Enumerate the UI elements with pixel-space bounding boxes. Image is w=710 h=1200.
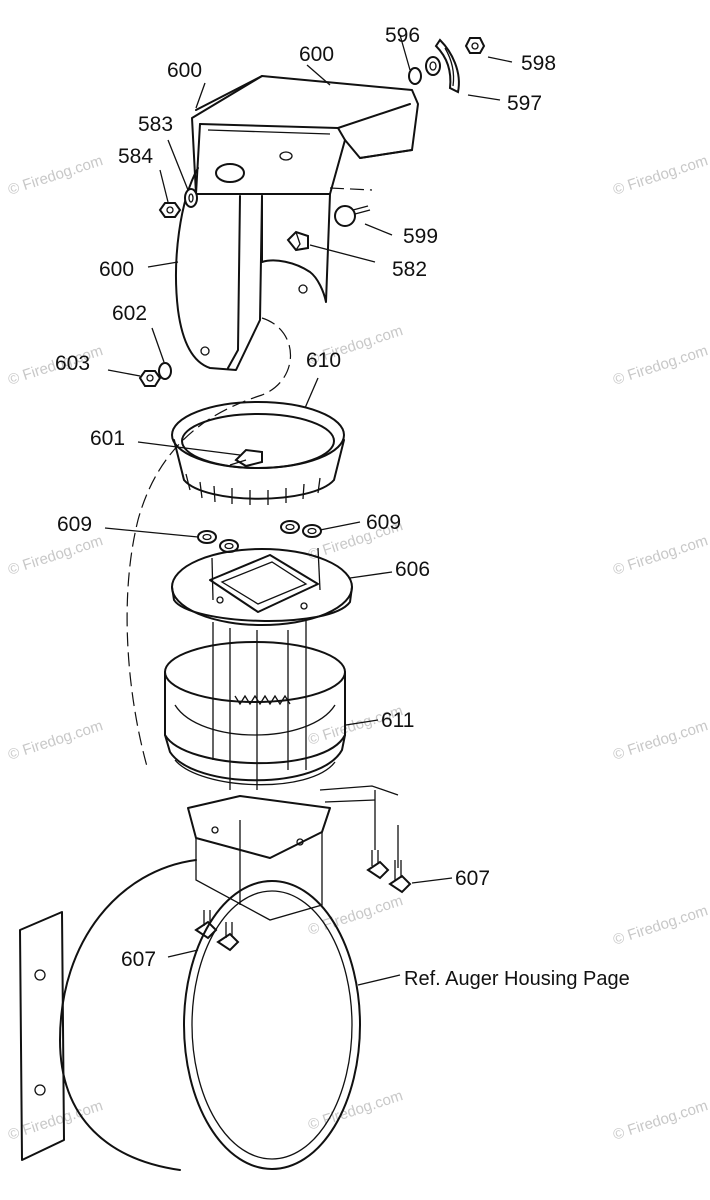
spring	[425, 56, 441, 76]
label-600-top: 600	[299, 43, 334, 66]
watermark: © Firedog.com	[611, 717, 710, 764]
watermark: © Firedog.com	[6, 532, 105, 579]
label-597: 597	[507, 92, 542, 115]
reference-note: Ref. Auger Housing Page	[404, 968, 630, 990]
watermark: © Firedog.com	[611, 152, 710, 199]
label-609-right: 609	[366, 511, 401, 534]
leader-lines	[104, 34, 513, 986]
ring-610	[171, 401, 345, 505]
hardware-upper	[138, 37, 486, 387]
nut-598	[464, 37, 486, 54]
washer-583	[184, 188, 198, 208]
chute-body-600	[175, 167, 331, 371]
label-584: 584	[118, 145, 153, 168]
watermark: © Firedog.com	[611, 1097, 710, 1144]
watermark: © Firedog.com	[6, 717, 105, 764]
alignment-dashed-line	[329, 187, 373, 191]
label-609-left: 609	[57, 513, 92, 536]
gear-ring-611	[164, 641, 346, 786]
bolt-582	[286, 230, 309, 252]
label-601: 601	[90, 427, 125, 450]
watermark: © Firedog.com	[611, 902, 710, 949]
watermark: © Firedog.com	[306, 1087, 405, 1134]
watermark: © Firedog.com	[611, 342, 710, 389]
guide-lines	[211, 547, 321, 790]
label-599: 599	[403, 225, 438, 248]
label-600-top-left: 600	[167, 59, 202, 82]
label-596: 596	[385, 24, 420, 47]
auger-housing	[19, 859, 361, 1171]
alignment-dashed-line	[126, 317, 292, 771]
part-labels: 600 600 596 598 597 583 584 599 582 600 …	[55, 24, 630, 990]
label-602: 602	[112, 302, 147, 325]
label-583: 583	[138, 113, 173, 136]
label-600-side: 600	[99, 258, 134, 281]
watermark: © Firedog.com	[306, 892, 405, 939]
watermark: © Firedog.com	[611, 532, 710, 579]
label-611: 611	[381, 709, 414, 732]
washer-602	[158, 362, 172, 380]
base-mount	[187, 785, 399, 921]
label-603: 603	[55, 352, 90, 375]
label-610: 610	[306, 349, 341, 372]
watermark: © Firedog.com	[6, 152, 105, 199]
label-598: 598	[521, 52, 556, 75]
bolts-607	[194, 790, 412, 952]
nut-603	[138, 370, 162, 387]
washer-596	[408, 67, 422, 85]
bearing-plate-606	[171, 548, 353, 626]
knob-599	[334, 205, 356, 227]
label-606: 606	[395, 558, 430, 581]
label-607-right: 607	[455, 867, 490, 890]
nut-584	[158, 202, 182, 218]
label-582: 582	[392, 258, 427, 281]
nuts-609	[197, 520, 322, 553]
label-607-left: 607	[121, 948, 156, 971]
bolt-601	[234, 448, 263, 468]
deflector-chute-600	[191, 75, 419, 195]
